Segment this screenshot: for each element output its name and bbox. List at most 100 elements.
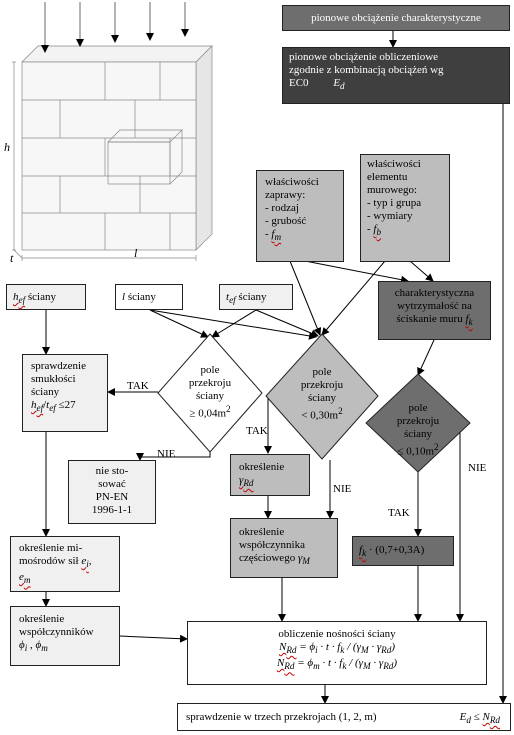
decision-diamonds [157, 333, 471, 473]
d1-line2: przekroju [188, 377, 232, 389]
mortar-sym: f [271, 228, 275, 240]
design-load-sub: d [340, 81, 345, 92]
notuse-line2: sować [98, 478, 126, 490]
cap2-phisub: m [313, 661, 320, 672]
cap1-msub: M [360, 645, 369, 656]
slender-tsub: ef [49, 403, 56, 414]
mortar-prefix: - [265, 228, 272, 240]
label-nie-2: NIE [333, 483, 352, 495]
cap2-mid: · γ [370, 657, 384, 670]
d1-sup: 2 [226, 404, 231, 414]
box-characteristic-load-text: pionowe obciążenie charakterystyczne [311, 12, 481, 24]
box-eccentricities: określenie mi- mośrodów sił ei, em [10, 536, 120, 592]
coef-phi2sub: m [41, 643, 48, 654]
d3-sup: 2 [434, 442, 439, 452]
strength-sub: k [468, 317, 473, 328]
design-load-ec0: EC0 [289, 77, 309, 89]
coef-phi1sub: i [24, 643, 28, 654]
cap1-mid: · γ [368, 641, 382, 653]
strength-line3-text: ściskanie muru [396, 313, 466, 325]
d3-line3: ściany [403, 428, 433, 440]
d2-cond-text: < 0,30m [301, 409, 339, 422]
gamma-m-line2: współczynnika [239, 539, 305, 551]
cap2-n: N [276, 657, 285, 670]
cap1-ksub: k [340, 645, 345, 656]
slenderness-line2: smukłości [31, 373, 76, 385]
tef-rest: ściany [235, 291, 267, 303]
check-esub: d [466, 715, 471, 726]
cap2-eqphi: = ϕ [294, 657, 314, 670]
d2-line1: pole [312, 366, 332, 378]
notuse-line1: nie sto- [95, 465, 129, 477]
label-tak-1: TAK [127, 380, 149, 392]
coef-line2: współczynników [19, 626, 94, 638]
masonry-line4: - typ i grupa [367, 197, 422, 209]
masonry-sub: b [376, 227, 382, 238]
strength-line2: wytrzymałość na [397, 300, 472, 312]
ecc-e1sub: i [86, 559, 89, 570]
d2-cond: < 0,30m2 [284, 405, 360, 423]
check-formula: Ed ≤ NRd [460, 707, 500, 730]
gamma-rd-line1: określenie [239, 461, 285, 473]
wall-drawing [12, 45, 213, 261]
masonry-sym: f [373, 223, 377, 235]
box-wall-length: l ściany [115, 284, 183, 310]
mortar-sub: m [274, 232, 282, 243]
ecc-line3: em [19, 571, 111, 587]
cap1-n: N [278, 641, 287, 653]
cap2-rdsub: Rd [383, 661, 394, 672]
gamma-m-text: częściowego [239, 552, 298, 564]
hef-rest: ściany [25, 291, 56, 303]
mortar-line5: - fm [265, 228, 335, 244]
load-arrows [41, 2, 189, 53]
cap1-phisub: i [315, 645, 318, 656]
strength-line1: charakterystyczna [394, 287, 475, 299]
cap1-rdsub: Rd [381, 645, 392, 656]
gamma-rd-line2: γRd [239, 474, 301, 490]
d2-line2: przekroju [300, 379, 344, 391]
check-e: E [459, 711, 467, 723]
masonry-line3: murowego: [367, 184, 418, 196]
coef-phi2: ϕ [35, 639, 42, 651]
check-text: sprawdzenie w trzech przekrojach (1, 2, … [186, 711, 377, 723]
gamma-m-sym: γ [297, 552, 303, 564]
slender-limit: ≤27 [58, 399, 76, 411]
gamma-rd-sub: Rd [243, 478, 254, 489]
tef-sym: t [226, 291, 230, 303]
coef-line1: określenie [19, 613, 65, 625]
design-load-line3: EC0 Ed [289, 77, 503, 93]
box-final-check: sprawdzenie w trzech przekrojach (1, 2, … [177, 703, 511, 731]
slenderness-formula: hef/tef ≤27 [31, 399, 76, 414]
d3-cond: ≤ 0,10m2 [380, 441, 456, 459]
diamond2-text: pole przekroju ściany < 0,30m2 [284, 366, 360, 423]
fk-sym: f [359, 544, 363, 556]
cap1-nsub: Rd [286, 645, 297, 656]
d1-cond-text: ≥ 0,04m [189, 407, 226, 420]
gamma-m-line1: określenie [239, 526, 285, 538]
slender-h: h [31, 399, 37, 411]
d3-line1: pole [408, 402, 428, 414]
design-load-line2: zgodnie z kombinacją obciążeń wg [289, 64, 444, 76]
cap1-eqphi: = ϕ [296, 641, 316, 653]
coef-phi1: ϕ [19, 639, 25, 651]
label-nie-3: NIE [468, 462, 487, 474]
box-gamma-rd: określenie γRd [230, 454, 310, 496]
label-tak-2: TAK [246, 425, 268, 437]
slender-hsub: ef [36, 403, 44, 414]
gamma-m-line3: częściowego γM [239, 552, 329, 568]
diamond1-text: pole przekroju ściany ≥ 0,04m2 [172, 364, 248, 421]
strength-sym: f [465, 313, 469, 325]
wall-thickness-label: t [10, 251, 14, 265]
box-do-not-use-standard: nie sto- sować PN-EN 1996-1-1 [68, 460, 156, 524]
ecc-line2: mośrodów sił ei, [19, 555, 92, 570]
check-n: N [482, 711, 490, 723]
wall-length-label: l [134, 246, 138, 260]
cap2-tail: · t · f [319, 657, 343, 670]
tef-sub: ef [229, 295, 236, 306]
masonry-line2: elementu [367, 171, 408, 183]
label-tak-3: TAK [388, 507, 410, 519]
box-coefficients: określenie współczynników ϕi , ϕm [10, 606, 120, 666]
ecc-e2: e [19, 571, 24, 584]
hef-sub: ef [18, 295, 26, 306]
